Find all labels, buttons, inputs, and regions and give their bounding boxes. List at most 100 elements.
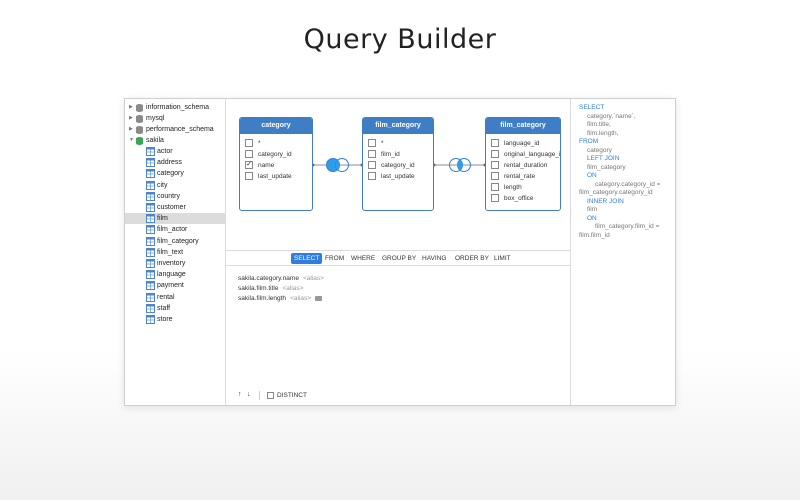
select-expr[interactable]: sakila.film.title [238, 285, 279, 292]
tree-table-language[interactable]: language [125, 269, 225, 280]
tree-table-inventory[interactable]: inventory [125, 258, 225, 269]
field-checkbox[interactable] [491, 172, 499, 180]
sql-keyword: FROM [579, 138, 599, 145]
inner-join-icon[interactable] [447, 157, 473, 173]
field-checkbox[interactable] [491, 139, 499, 147]
move-down-button[interactable]: ↓ [247, 391, 251, 398]
tree-db-mysql[interactable]: ▶ mysql [125, 113, 225, 124]
field-label: last_update [381, 173, 415, 180]
field-checkbox[interactable] [491, 161, 499, 169]
table-card-title[interactable]: film_category [486, 118, 560, 134]
table-icon [146, 292, 155, 302]
keyboard-icon[interactable] [315, 295, 323, 301]
chevron-right-icon[interactable]: ▶ [129, 126, 133, 132]
field-checkbox[interactable] [245, 172, 253, 180]
tab-having[interactable]: HAVING [422, 255, 447, 262]
chevron-down-icon[interactable]: ▼ [129, 137, 134, 143]
field-checkbox[interactable] [245, 150, 253, 158]
field-checkbox[interactable] [368, 161, 376, 169]
tree-table-city[interactable]: city [125, 180, 225, 191]
field-row[interactable]: length [486, 182, 560, 193]
field-row[interactable]: language_id [486, 138, 560, 149]
table-icon [146, 225, 155, 235]
tree-table-customer[interactable]: customer [125, 202, 225, 213]
field-checkbox[interactable] [491, 183, 499, 191]
tree-table-payment[interactable]: payment [125, 280, 225, 291]
field-checkbox[interactable] [368, 139, 376, 147]
alias-input[interactable]: <alias> [290, 295, 312, 302]
table-card-category[interactable]: category * category_id ✓name last_update [239, 117, 313, 211]
field-checkbox[interactable] [245, 139, 253, 147]
tree-label: information_schema [146, 104, 210, 111]
field-row[interactable]: rental_rate [486, 171, 560, 182]
select-list: sakila.category.name<alias> sakila.film.… [226, 267, 570, 383]
tab-select[interactable]: SELECT [291, 253, 323, 264]
select-row[interactable]: sakila.category.name<alias> [238, 274, 324, 284]
tree-table-actor[interactable]: actor [125, 146, 225, 157]
tree-table-film-actor[interactable]: film_actor [125, 224, 225, 235]
table-card-film-category-2[interactable]: film_category language_id original_langu… [485, 117, 561, 211]
field-row[interactable]: box_office [486, 193, 560, 204]
tree-label: category [157, 170, 184, 178]
field-row[interactable]: last_update [363, 171, 433, 182]
table-icon [146, 158, 155, 168]
table-icon [146, 259, 155, 268]
tab-limit[interactable]: LIMIT [494, 255, 511, 262]
diagram-canvas[interactable]: category * category_id ✓name last_update… [226, 99, 570, 251]
tree-label: inventory [157, 260, 186, 267]
select-expr[interactable]: sakila.category.name [238, 275, 299, 282]
field-checkbox[interactable] [491, 150, 499, 158]
field-label: length [504, 184, 522, 191]
field-row[interactable]: category_id [240, 149, 312, 160]
table-card-title[interactable]: film_category [363, 118, 433, 134]
tree-label: payment [157, 282, 184, 290]
field-row[interactable]: last_update [240, 171, 312, 182]
field-row[interactable]: film_id [363, 149, 433, 160]
chevron-right-icon[interactable]: ▶ [129, 115, 133, 121]
distinct-checkbox[interactable] [267, 392, 274, 399]
alias-input[interactable]: <alias> [282, 285, 304, 292]
tree-db-performance-schema[interactable]: ▶ performance_schema [125, 124, 225, 135]
tree-table-country[interactable]: country [125, 191, 225, 202]
table-card-title[interactable]: category [240, 118, 312, 134]
tree-table-address[interactable]: address [125, 157, 225, 168]
tab-group-by[interactable]: GROUP BY [382, 255, 417, 262]
distinct-label[interactable]: DISTINCT [277, 392, 307, 399]
select-row[interactable]: sakila.film.title<alias> [238, 284, 303, 294]
field-row[interactable]: ✓name [240, 160, 312, 171]
field-checkbox[interactable] [368, 150, 376, 158]
app-window: ▶ information_schema ▶ mysql ▶ performan… [124, 98, 676, 406]
tree-db-information-schema[interactable]: ▶ information_schema [125, 102, 225, 113]
sql-text: category [587, 146, 612, 154]
field-row[interactable]: original_language_id [486, 149, 560, 160]
tab-where[interactable]: WHERE [351, 255, 376, 262]
tree-table-staff[interactable]: staff [125, 303, 225, 314]
tree-table-film-text[interactable]: film_text [125, 247, 225, 258]
select-row[interactable]: sakila.film.length<alias> [238, 294, 323, 304]
chevron-right-icon[interactable]: ▶ [129, 104, 133, 110]
move-up-button[interactable]: ↑ [238, 391, 242, 398]
select-expr[interactable]: sakila.film.length [238, 295, 287, 302]
left-join-icon[interactable] [325, 157, 351, 173]
tree-table-film[interactable]: film [125, 213, 225, 225]
field-checkbox[interactable] [491, 194, 499, 202]
field-row[interactable]: category_id [363, 160, 433, 171]
field-row[interactable]: * [363, 138, 433, 149]
sql-preview[interactable]: SELECT category.`name`, film.title, film… [570, 99, 676, 405]
field-row[interactable]: * [240, 138, 312, 149]
tree-db-sakila[interactable]: ▼ sakila [125, 135, 225, 146]
field-label: box_office [504, 195, 534, 202]
tree-table-rental[interactable]: rental [125, 292, 225, 303]
table-card-film-category[interactable]: film_category * film_id category_id last… [362, 117, 434, 211]
tab-order-by[interactable]: ORDER BY [455, 255, 489, 262]
tree-table-film-category[interactable]: film_category [125, 236, 225, 247]
alias-input[interactable]: <alias> [302, 275, 324, 282]
tree-table-category[interactable]: category [125, 168, 225, 179]
tab-from[interactable]: FROM [325, 255, 345, 262]
tree-label: country [157, 192, 180, 200]
tree-label: city [157, 181, 168, 189]
field-checkbox[interactable]: ✓ [245, 161, 253, 169]
field-row[interactable]: rental_duration [486, 160, 560, 171]
tree-table-store[interactable]: store [125, 314, 225, 325]
field-checkbox[interactable] [368, 172, 376, 180]
